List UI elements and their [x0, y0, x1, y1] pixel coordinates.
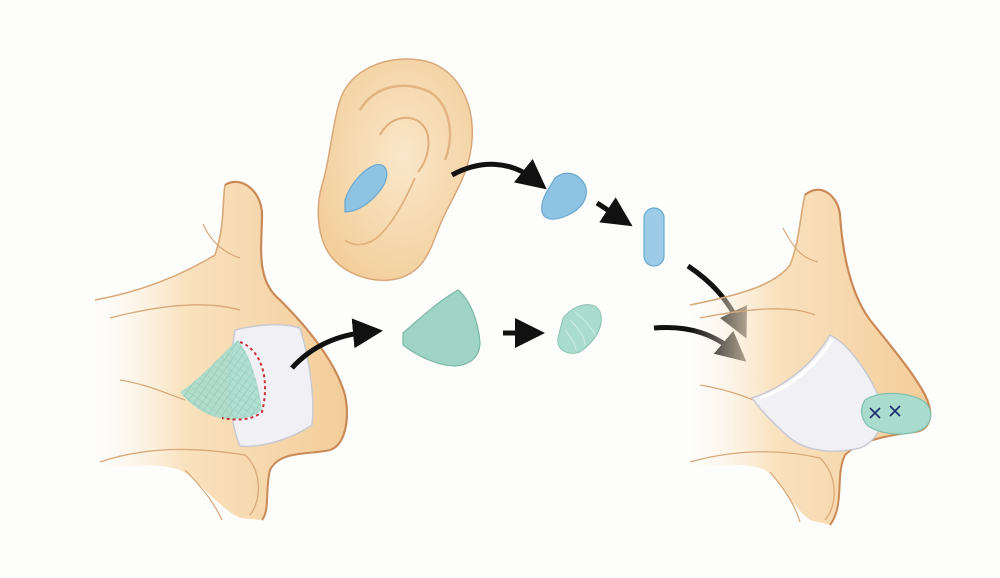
ear-cartilage-piece-1	[541, 172, 587, 220]
left-septum	[180, 323, 314, 448]
suture-x-icon	[889, 405, 901, 417]
ear	[317, 58, 474, 281]
suture-x-icon	[869, 407, 881, 419]
septal-cartilage-piece-2	[557, 304, 602, 354]
curved-arrow-icon	[450, 158, 547, 190]
curved-arrow-icon	[290, 318, 383, 370]
septal-cartilage-piece-1	[402, 289, 481, 367]
ear-cartilage-piece-2	[643, 207, 665, 267]
curved-arrow-icon	[595, 197, 633, 227]
right-tip-graft	[861, 392, 932, 435]
right-nose-profile	[689, 188, 932, 526]
